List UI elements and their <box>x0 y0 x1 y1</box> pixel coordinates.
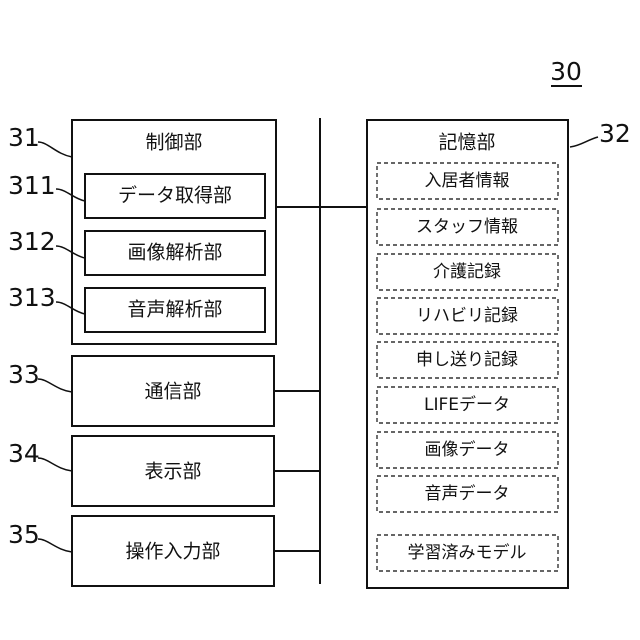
data-acquisition-ref-label: 311 <box>8 171 56 200</box>
storage-title: 記憶部 <box>438 132 495 154</box>
rehabilitation-record-label: リハビリ記録 <box>416 306 518 326</box>
image-data-label: 画像データ <box>425 439 510 460</box>
image-analysis-ref-label: 312 <box>8 227 56 256</box>
image-analysis-label: 画像解析部 <box>127 242 222 264</box>
care-record-label: 介護記録 <box>433 262 501 282</box>
storage-unit: 記憶部 入居者情報 スタッフ情報 介護記録 リハビリ記録 申し送り記録 LIFE… <box>367 120 568 588</box>
control-unit-title: 制御部 <box>145 132 202 154</box>
communication-unit: 通信部 <box>72 356 274 426</box>
communication-ref-label: 33 <box>8 360 40 389</box>
figure-ref-label: 30 <box>550 57 582 86</box>
trained-model-label: 学習済みモデル <box>408 542 527 563</box>
audio-data-label: 音声データ <box>425 483 510 504</box>
display-ref-leader <box>38 458 72 471</box>
operation-input-ref-leader <box>38 539 72 552</box>
data-acquisition-label: データ取得部 <box>118 185 232 207</box>
storage-ref-leader <box>570 137 598 147</box>
display-ref-label: 34 <box>8 439 40 468</box>
control-unit: 制御部 データ取得部 画像解析部 音声解析部 <box>72 120 276 344</box>
operation-input-label: 操作入力部 <box>125 541 220 563</box>
display-unit: 表示部 <box>72 436 274 506</box>
staff-info-label: スタッフ情報 <box>416 217 518 237</box>
control-ref-leader <box>38 142 72 157</box>
communication-label: 通信部 <box>144 381 201 403</box>
life-data-label: LIFEデータ <box>424 394 510 415</box>
handover-record-label: 申し送り記録 <box>416 350 518 370</box>
display-label: 表示部 <box>144 461 201 483</box>
audio-analysis-label: 音声解析部 <box>127 299 222 321</box>
storage-ref-label: 32 <box>599 119 631 148</box>
audio-analysis-ref-label: 313 <box>8 283 56 312</box>
operation-input-ref-label: 35 <box>8 520 40 549</box>
resident-info-label: 入居者情報 <box>425 171 510 191</box>
communication-ref-leader <box>38 379 72 392</box>
control-ref-label: 31 <box>8 123 40 152</box>
operation-input-unit: 操作入力部 <box>72 516 274 586</box>
